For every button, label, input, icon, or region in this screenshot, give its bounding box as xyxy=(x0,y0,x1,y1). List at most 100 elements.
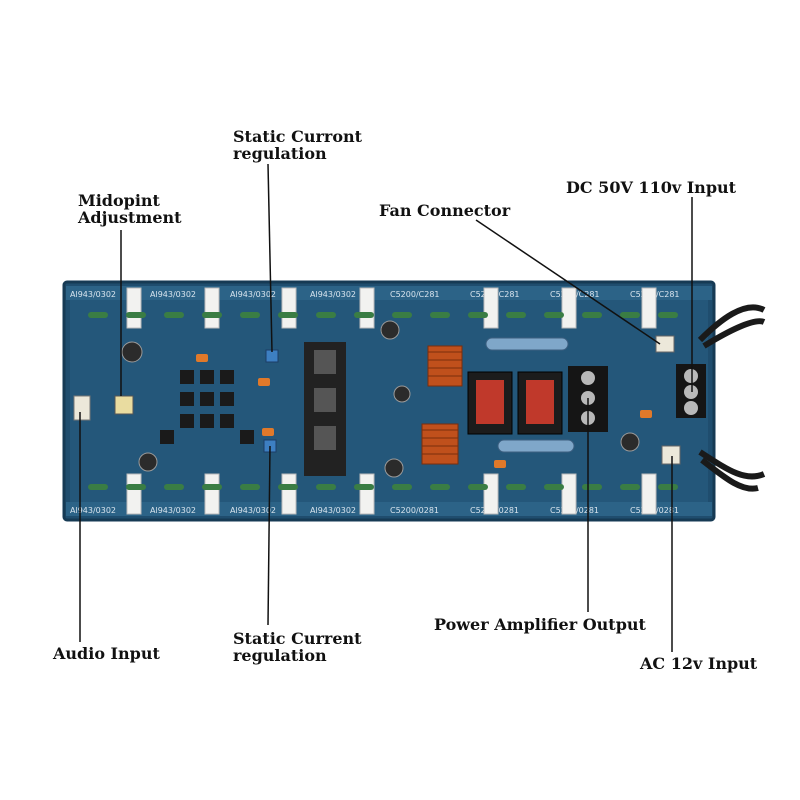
dc-input-label: DC 50V 110v Input xyxy=(566,178,737,197)
leader-static-top xyxy=(267,163,273,353)
bottom-silkscreen-text: Al943/0302 xyxy=(150,506,196,515)
bracket-bottom xyxy=(641,473,657,515)
resistor xyxy=(354,484,374,490)
film-capacitor xyxy=(196,354,208,362)
static-bottom-label-line2: regulation xyxy=(233,646,327,665)
board-components xyxy=(88,312,678,490)
bracket-bottom xyxy=(204,473,220,515)
bracket-top xyxy=(126,287,142,329)
midpoint-potentiometer xyxy=(114,395,134,415)
resistor xyxy=(506,312,526,318)
resistor xyxy=(430,484,450,490)
resistor xyxy=(316,312,336,318)
top-silkscreen-text: C5200/C281 xyxy=(390,290,440,299)
leader-static-bottom xyxy=(267,445,271,626)
top-silkscreen-text: Al943/0302 xyxy=(310,290,356,299)
top-silkscreen-text: Al943/0302 xyxy=(230,290,276,299)
small-transistor xyxy=(220,392,234,406)
resistor xyxy=(164,484,184,490)
resistor xyxy=(658,484,678,490)
bracket-top xyxy=(204,287,220,329)
top-silkscreen-text: Al943/0302 xyxy=(150,290,196,299)
small-transistor xyxy=(180,370,194,384)
resistor xyxy=(620,312,640,318)
bracket-bottom xyxy=(359,473,375,515)
small-transistor xyxy=(220,414,234,428)
driver-transistors xyxy=(304,342,346,476)
resistor xyxy=(126,312,146,318)
static-bottom-label-line1: Static Current xyxy=(233,629,362,648)
ac-input-cable xyxy=(698,449,766,480)
fan-connector-label: Fan Connector xyxy=(379,201,511,220)
resistor xyxy=(278,312,298,318)
bracket-top xyxy=(483,287,499,329)
resistor xyxy=(202,484,222,490)
small-transistor xyxy=(180,392,194,406)
small-transistor xyxy=(200,370,214,384)
bracket-bottom xyxy=(281,473,297,515)
top-silkscreen-strip: Al943/0302 Al943/0302 Al943/0302 Al943/0302… xyxy=(66,286,712,300)
resistor xyxy=(658,312,678,318)
film-capacitor xyxy=(494,460,506,468)
resistor xyxy=(506,484,526,490)
small-transistor xyxy=(200,392,214,406)
top-silkscreen-text: Al943/0302 xyxy=(70,290,116,299)
resistor xyxy=(88,484,108,490)
output-inductors xyxy=(421,345,463,465)
small-transistor xyxy=(200,414,214,428)
dc-input-terminal-block xyxy=(676,364,706,418)
capacitor xyxy=(380,320,400,340)
bracket-top xyxy=(641,287,657,329)
resistor xyxy=(164,312,184,318)
resistor xyxy=(202,312,222,318)
small-transistor xyxy=(160,430,174,444)
resistor xyxy=(582,484,602,490)
resistor xyxy=(620,484,640,490)
bracket-top xyxy=(561,287,577,329)
static-current-top-label: Static Curront regulation xyxy=(233,128,362,162)
resistor xyxy=(468,484,488,490)
static-top-label-line1: Static Curront xyxy=(233,127,363,146)
capacitor xyxy=(121,341,143,363)
small-transistor xyxy=(220,370,234,384)
dc-input-cable xyxy=(697,304,766,343)
resistor xyxy=(392,484,412,490)
power-resistor-top xyxy=(485,337,569,351)
midpoint-label-line1: Midopint xyxy=(78,191,160,210)
static-current-bottom-label: Static Current regulation xyxy=(233,630,362,664)
power-resistor-bottom xyxy=(497,439,575,453)
resistor xyxy=(240,312,260,318)
midpoint-label-line2: Adjustment xyxy=(78,208,182,227)
bracket-bottom xyxy=(126,473,142,515)
bottom-silkscreen-text: Al943/0302 xyxy=(70,506,116,515)
audio-input-connector xyxy=(73,395,91,421)
resistor xyxy=(354,312,374,318)
small-transistor xyxy=(240,430,254,444)
amplifier-output-label: Power Amplifier Output xyxy=(434,615,646,634)
bracket-bottom xyxy=(561,473,577,515)
bracket-top xyxy=(281,287,297,329)
resistor xyxy=(278,484,298,490)
bracket-top xyxy=(359,287,375,329)
resistor xyxy=(430,312,450,318)
resistor xyxy=(582,312,602,318)
static-top-label-line2: regulation xyxy=(233,144,327,163)
fan-connector xyxy=(655,335,675,353)
audio-input-label: Audio Input xyxy=(53,644,160,663)
capacitor xyxy=(384,458,404,478)
resistor xyxy=(240,484,260,490)
film-capacitor xyxy=(262,428,274,436)
small-transistor xyxy=(180,414,194,428)
resistor xyxy=(316,484,336,490)
bracket-bottom xyxy=(483,473,499,515)
film-capacitor xyxy=(640,410,652,418)
bottom-silkscreen-text: Al943/0302 xyxy=(230,506,276,515)
resistor xyxy=(126,484,146,490)
bottom-silkscreen-text: C5200/0281 xyxy=(390,506,439,515)
ac-input-connector xyxy=(661,445,681,465)
capacitor xyxy=(393,385,411,403)
ac-input-label: AC 12v Input xyxy=(640,654,758,673)
